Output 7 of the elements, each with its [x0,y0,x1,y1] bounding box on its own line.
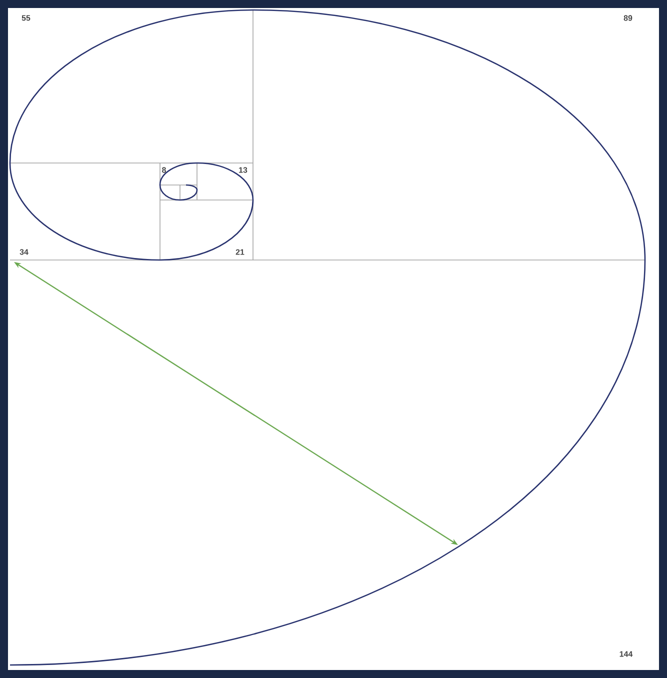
number-label: 55 [22,15,30,21]
number-label: 144 [620,651,633,657]
number-label: 89 [624,15,632,21]
number-label: 8 [162,167,166,173]
number-label: 34 [20,249,28,255]
number-label: 13 [239,167,248,173]
number-label: 21 [236,249,244,255]
